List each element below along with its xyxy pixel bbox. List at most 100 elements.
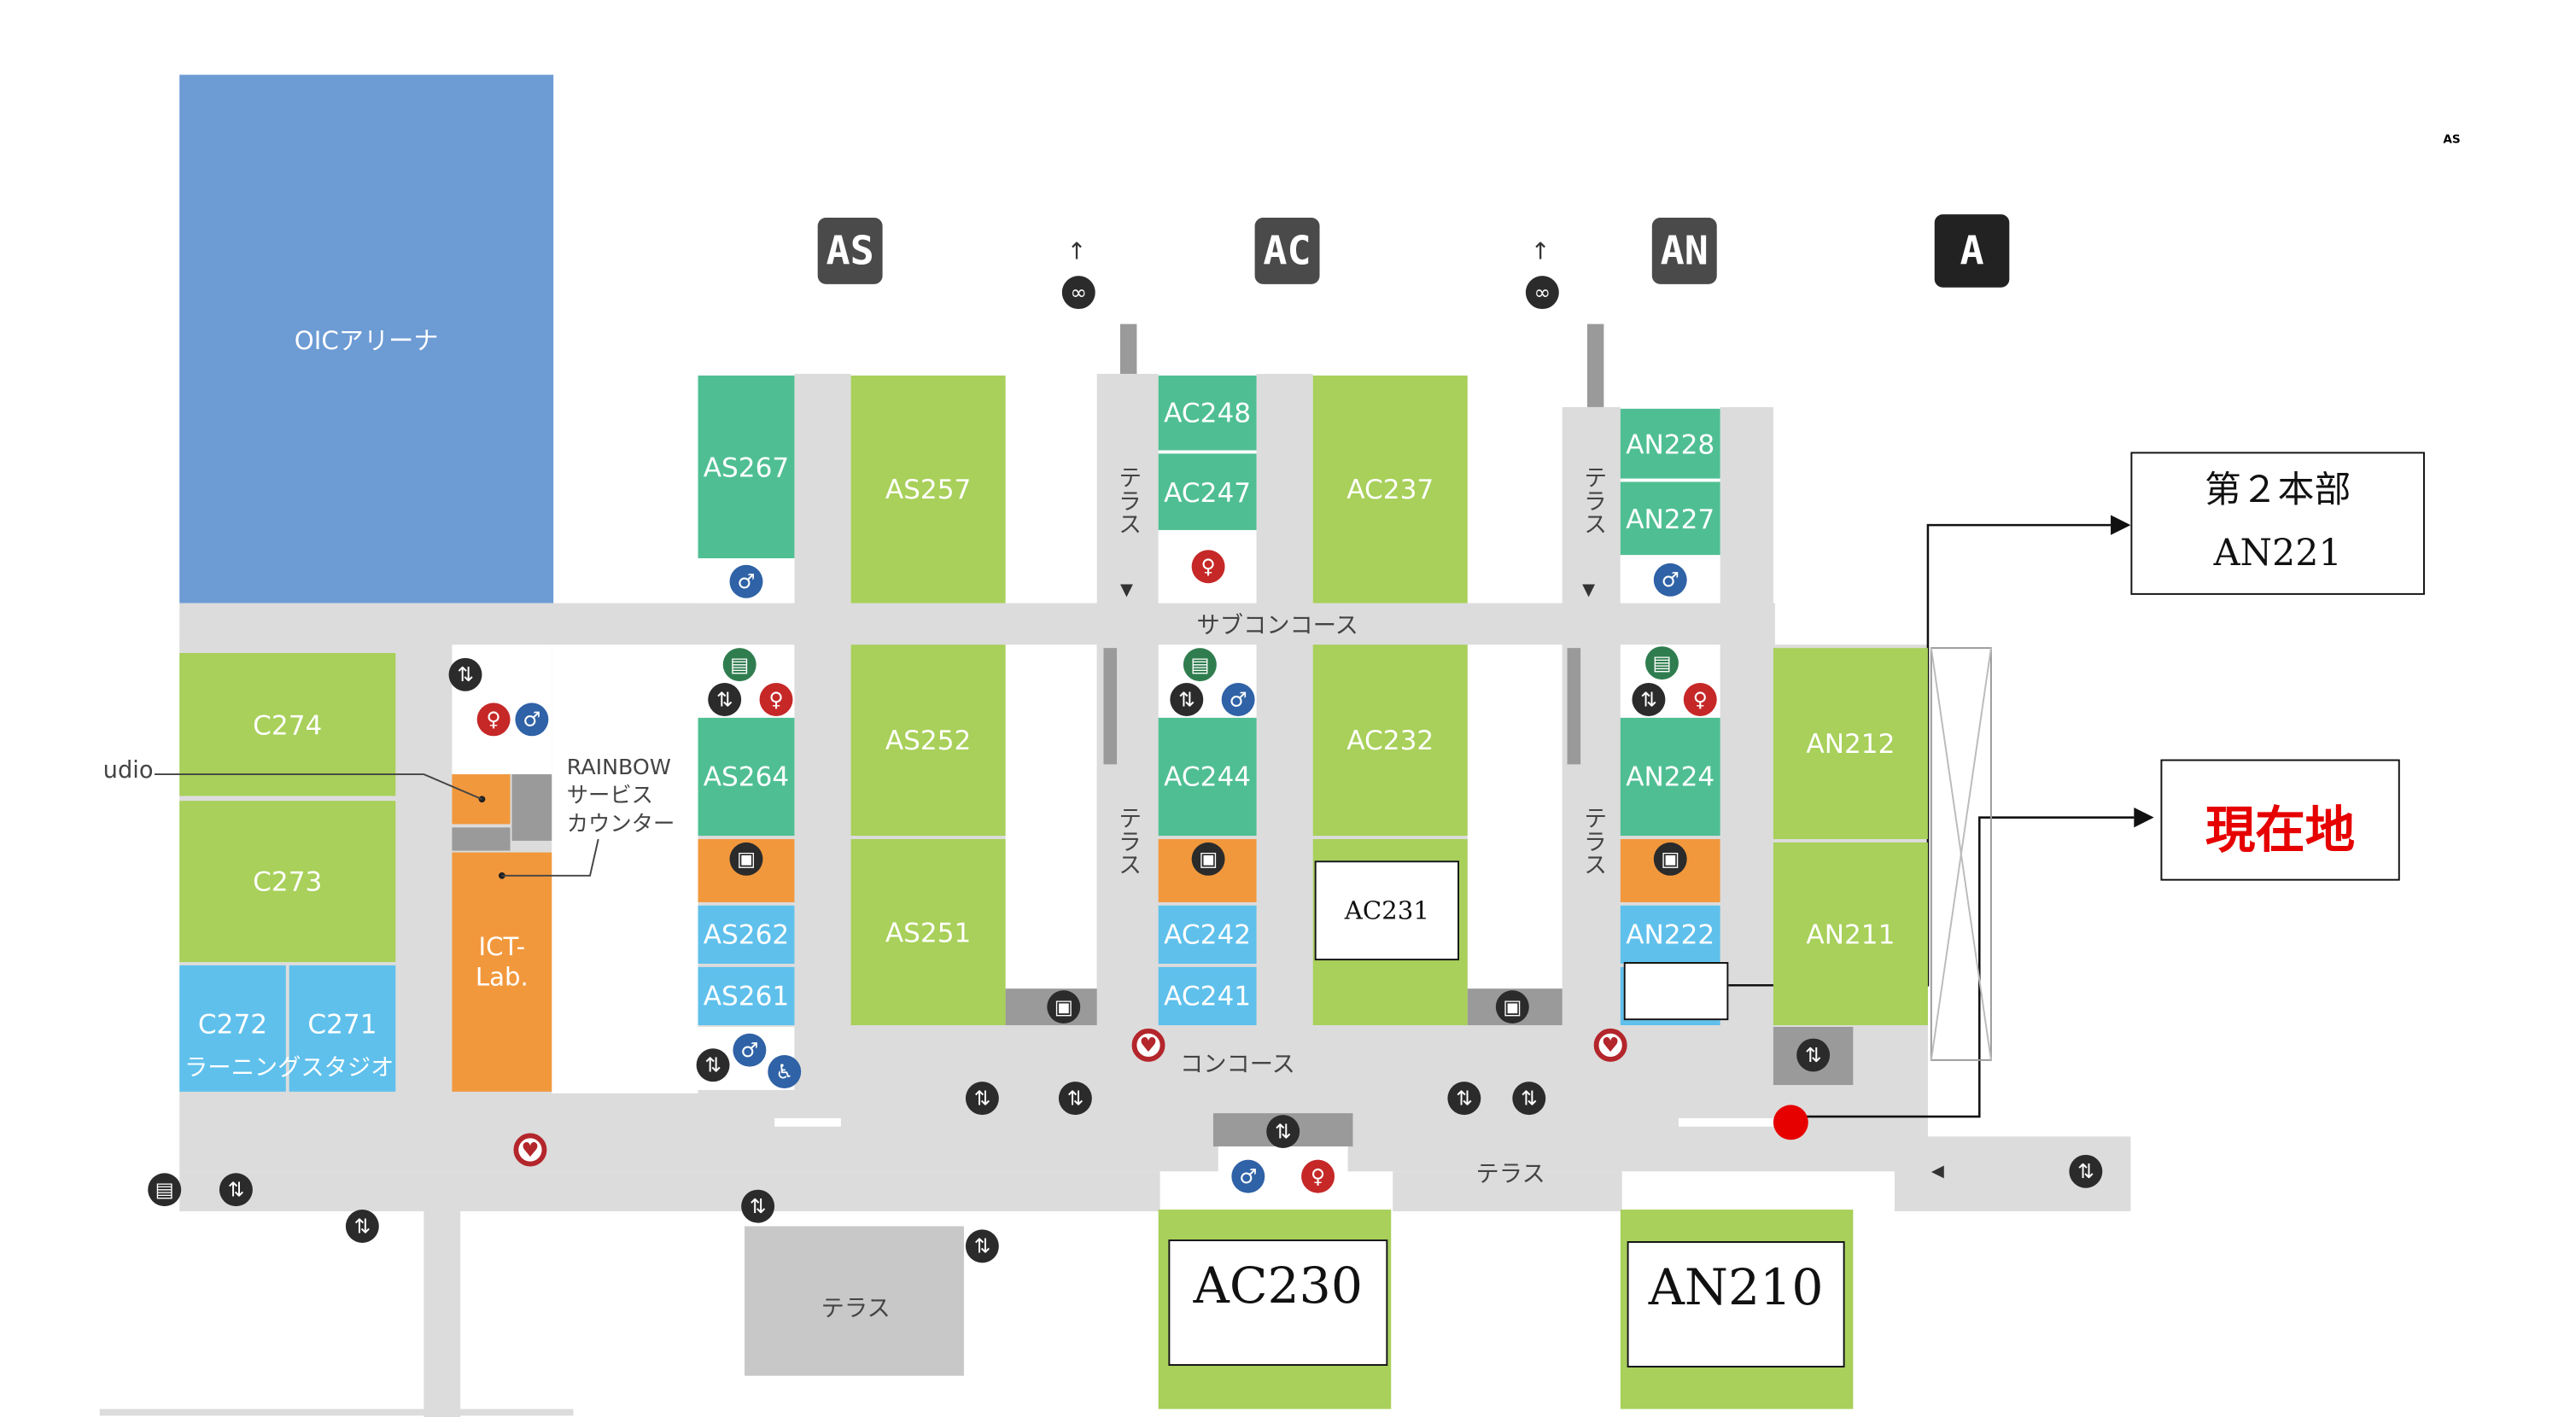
- stairs: [511, 774, 552, 841]
- terrace-label: テラス: [1475, 1161, 1545, 1188]
- room-an227: AN227: [1620, 481, 1720, 556]
- corridor: [1256, 373, 1313, 607]
- escalator-icon: ⇅: [345, 1210, 379, 1243]
- room-an211: AN211: [1773, 842, 1928, 1025]
- studio-label: udio: [102, 757, 154, 784]
- building-an-marker: AN: [1651, 217, 1717, 284]
- female-restroom-icon: ♀: [759, 683, 793, 716]
- room-ac241: AC241: [1158, 966, 1257, 1025]
- south-corridor: [1393, 1171, 1622, 1211]
- room-an221-marker: [1623, 962, 1729, 1021]
- male-restroom-icon: ♂: [1221, 683, 1255, 716]
- escalator-icon: ⇅: [741, 1189, 775, 1223]
- south-corridor: [179, 1171, 1160, 1211]
- edge: [99, 1408, 574, 1416]
- building-as-marker: AS: [817, 217, 883, 284]
- open-space: [1467, 644, 1563, 989]
- stairs: [452, 827, 511, 851]
- aed-icon: ♥: [1131, 1028, 1165, 1062]
- room-as257: AS257: [850, 375, 1006, 604]
- oic-arena: OICアリーナ: [179, 74, 554, 604]
- current-location-callout: 現在地: [2160, 759, 2400, 881]
- room-ac237: AC237: [1312, 375, 1468, 604]
- room-an228: AN228: [1620, 408, 1720, 479]
- current-location-dot: [1773, 1105, 1808, 1140]
- atm-icon: ▣: [1191, 842, 1225, 876]
- room-ac248: AC248: [1158, 375, 1257, 451]
- west-passage: [423, 1210, 461, 1417]
- rainbow-line3: カウンター: [566, 812, 675, 838]
- arrow-up-icon: ↑: [1530, 239, 1551, 266]
- room-as267: AS267: [698, 375, 795, 559]
- learning-studio-label: ラーニングスタジオ: [184, 1055, 394, 1082]
- arrow-down-icon: ▼: [1582, 581, 1596, 600]
- room-as261: AS261: [698, 966, 795, 1025]
- stairs: [1567, 648, 1581, 765]
- room-ac247: AC247: [1158, 453, 1257, 530]
- stairs: [1119, 324, 1137, 374]
- building-ac-marker: AC: [1254, 217, 1320, 284]
- escalator-icon: ⇅: [1170, 683, 1204, 716]
- escalator-icon: ⇅: [1266, 1115, 1300, 1149]
- room-c273: C273: [179, 801, 396, 963]
- room-as264: AS264: [698, 717, 795, 837]
- female-restroom-icon: ♀: [476, 703, 511, 737]
- arrow-down-icon: ▼: [1119, 581, 1133, 600]
- ict-lab-label-2: Lab.: [475, 962, 529, 993]
- room-an210-label: AN210: [1627, 1241, 1845, 1367]
- atm-icon: ▣: [1495, 990, 1529, 1024]
- room-ac231-label: AC231: [1314, 860, 1460, 961]
- corridor: [794, 373, 851, 607]
- hq-callout: 第２本部 AN221: [2130, 452, 2425, 595]
- room-as252: AS252: [850, 644, 1006, 837]
- elevator-icon: ▤: [722, 648, 756, 682]
- ict-lab-label-1: ICT-: [478, 931, 526, 963]
- male-restroom-icon: ♂: [515, 703, 549, 737]
- escalator-icon: ⇅: [448, 657, 482, 691]
- room-an212: AN212: [1773, 648, 1928, 839]
- rainbow-line2: サービス: [566, 784, 654, 809]
- escalator-icon: ⇅: [1447, 1082, 1481, 1116]
- elevator-icon: ▤: [148, 1173, 182, 1207]
- rainbow-service-counter-label: RAINBOW サービス カウンター: [567, 755, 675, 839]
- aed-icon: ♥: [513, 1133, 547, 1167]
- stairs: [1103, 648, 1118, 765]
- corner-label: AS: [2443, 132, 2461, 147]
- room-as251: AS251: [850, 838, 1006, 1025]
- escalator-icon: ⇅: [1058, 1082, 1092, 1116]
- room-c272: C272: [179, 965, 286, 1092]
- male-restroom-icon: ♂: [1653, 563, 1687, 597]
- arrow-left-icon: ◀: [1931, 1163, 1944, 1181]
- room-ac242: AC242: [1158, 905, 1257, 964]
- elevator-icon: ▤: [1183, 648, 1217, 682]
- room-c271: C271: [289, 965, 396, 1092]
- building-a-marker: A: [1934, 214, 2010, 288]
- female-restroom-icon: ♀: [1683, 683, 1717, 716]
- male-restroom-icon: ♂: [733, 1033, 767, 1067]
- arrow-up-icon: ↑: [1066, 239, 1087, 266]
- marker: [774, 1117, 841, 1127]
- room-c274: C274: [179, 652, 396, 796]
- rainbow-area: [552, 644, 698, 1093]
- wheelchair-icon: ♿: [768, 1055, 802, 1088]
- escalator-icon: ⇅: [219, 1173, 253, 1207]
- female-restroom-icon: ♀: [1301, 1159, 1335, 1193]
- room-an222: AN222: [1620, 905, 1720, 964]
- marker: [1678, 1117, 1775, 1127]
- concourse-label: コンコース: [1180, 1052, 1295, 1079]
- escalator-icon: ⇅: [965, 1082, 999, 1116]
- room-ac244: AC244: [1158, 717, 1257, 837]
- bicycle-icon: ∞: [1061, 276, 1095, 310]
- hq-room: AN221: [2213, 533, 2342, 575]
- aed-icon: ♥: [1593, 1028, 1627, 1062]
- terrace-label: テラス: [821, 1296, 891, 1323]
- room-ac230-label: AC230: [1168, 1239, 1388, 1367]
- room-as262: AS262: [698, 905, 795, 964]
- escalator-icon: ⇅: [965, 1229, 999, 1263]
- elevator-icon: ▤: [1645, 646, 1679, 680]
- terrace-label: テラス: [1115, 806, 1142, 876]
- escalator-icon: ⇅: [696, 1048, 730, 1082]
- escalator-icon: ⇅: [1632, 683, 1666, 716]
- escalator-icon: ⇅: [2069, 1154, 2103, 1188]
